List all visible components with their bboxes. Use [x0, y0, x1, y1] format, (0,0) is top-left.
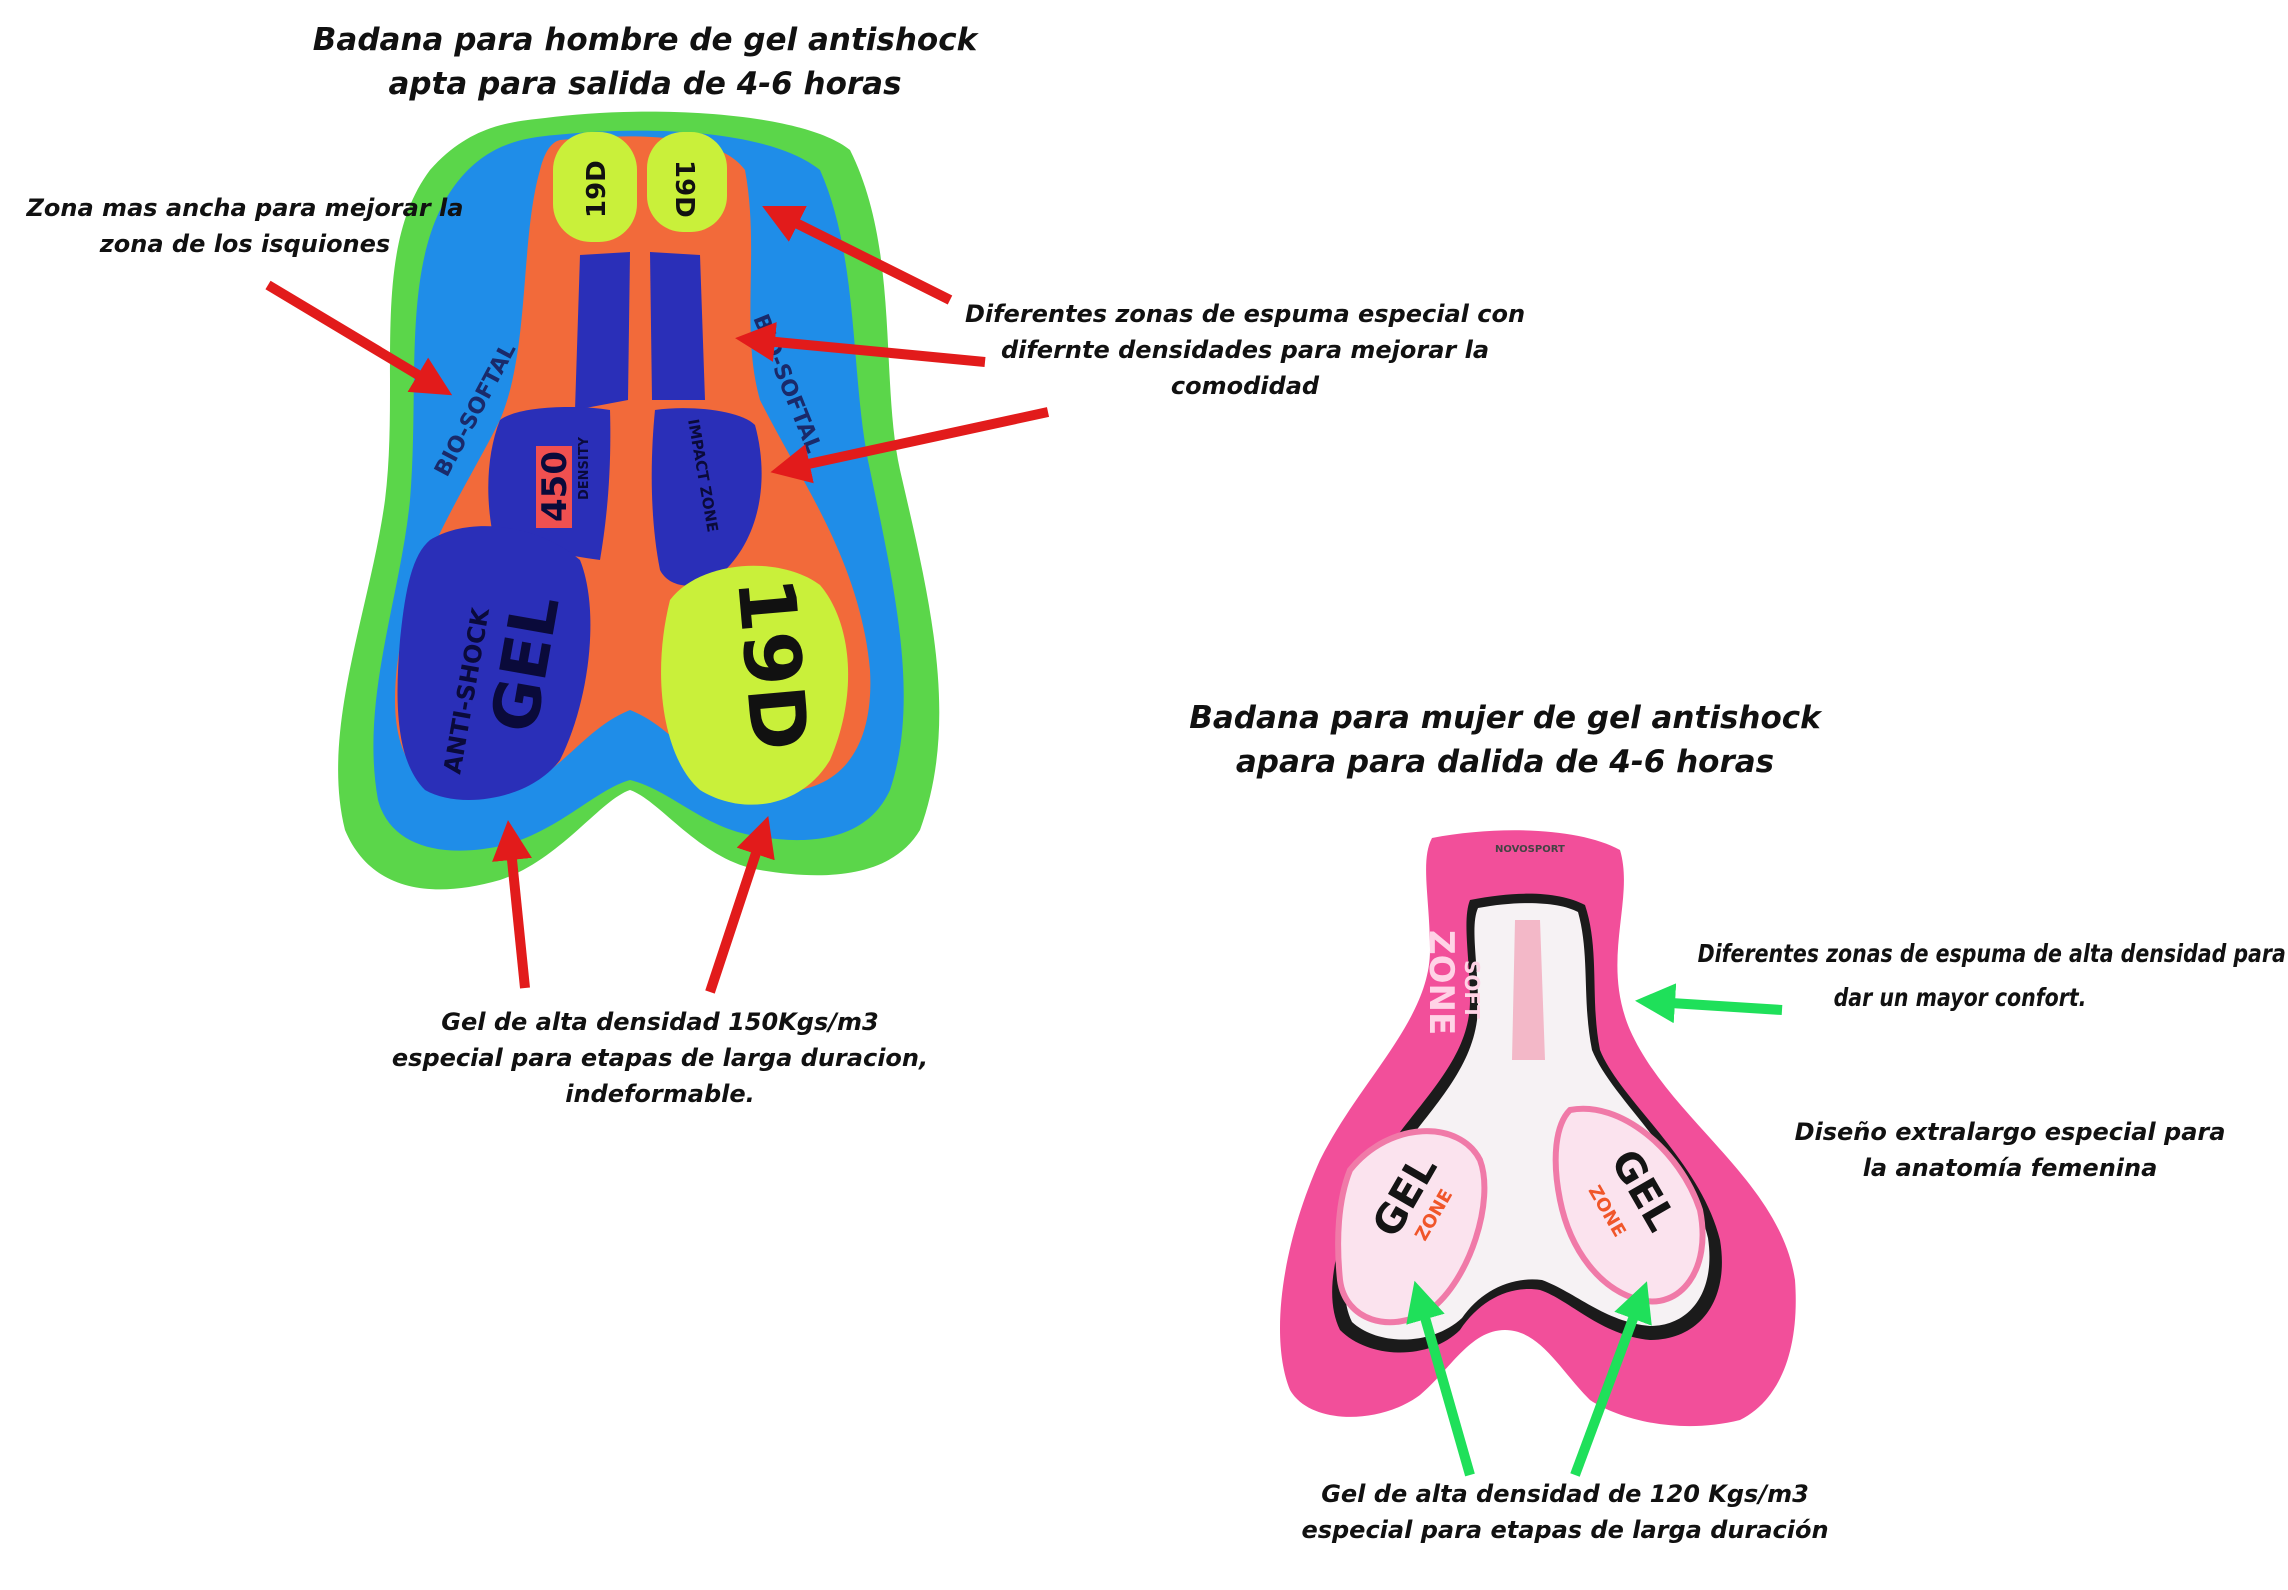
- men-note-gel-line-3: indeformable.: [565, 1080, 755, 1108]
- women-note-foam-zones: Diferentes zonas de espuma de alta densi…: [1697, 932, 2286, 1020]
- men-pad-gel-right: [661, 565, 849, 805]
- men-pad-top-left-lime: [553, 132, 637, 242]
- men-title-line-2: apta para salida de 4-6 horas: [388, 66, 902, 102]
- women-note-design: Diseño extralargo especial para la anato…: [1790, 1114, 2230, 1186]
- women-title-line-2: apara para dalida de 4-6 horas: [1235, 744, 1775, 780]
- men-note-wide-zone: Zona mas ancha para mejorar la zona de l…: [20, 190, 470, 262]
- green-arrow-gel-left: [1406, 1280, 1475, 1477]
- women-pad-zone: ZONE: [1421, 930, 1461, 1035]
- women-pad-center-spine: [1512, 920, 1545, 1060]
- women-pad-gel-right: [1552, 1105, 1706, 1305]
- men-pad-navy-channel-right: [650, 252, 705, 400]
- men-note-gel: Gel de alta densidad 150Kgs/m3 especial …: [380, 1004, 940, 1112]
- men-title-line-1: Badana para hombre de gel antishock: [312, 22, 978, 58]
- women-pad-soft: SOFT: [1460, 960, 1484, 1019]
- red-arrow-gel-left: [492, 820, 532, 989]
- red-arrow-zone-top: [762, 206, 953, 305]
- women-note-gel-line-2: especial para etapas de larga duración: [1301, 1516, 1829, 1544]
- women-note-zones-line-1: Diferentes zonas de espuma de alta densi…: [1697, 939, 2286, 968]
- red-arrow-zone-mid: [735, 321, 986, 367]
- men-pad-19d-top-left: 19D: [582, 160, 612, 218]
- green-arrow-zones: [1635, 983, 1783, 1024]
- men-note-zones-line-2: difernte densidades para mejorar la: [1000, 336, 1490, 364]
- men-pad-top-right-lime: [647, 132, 727, 232]
- women-note-zones-line-2: dar un mayor confort.: [1833, 983, 2087, 1012]
- women-note-design-line-2: la anatomía femenina: [1862, 1154, 2158, 1182]
- men-note-gel-line-2: especial para etapas de larga duracion,: [391, 1044, 929, 1072]
- men-pad-impact-block: [651, 408, 762, 586]
- men-title: Badana para hombre de gel antishock apta…: [300, 18, 990, 106]
- men-pad-navy-channel-left: [575, 252, 630, 410]
- green-arrow-gel-right: [1570, 1281, 1652, 1477]
- women-note-gel: Gel de alta densidad de 120 Kgs/m3 espec…: [1290, 1476, 1840, 1548]
- red-arrow-zone-low: [770, 407, 1050, 484]
- men-note-wide-line-2: zona de los isquiones: [99, 230, 391, 258]
- men-pad-density-badge: [536, 446, 572, 528]
- men-pad-19d-big: 19D: [719, 574, 824, 754]
- men-note-gel-line-1: Gel de alta densidad 150Kgs/m3: [441, 1008, 879, 1036]
- women-note-design-line-1: Diseño extralargo especial para: [1794, 1118, 2226, 1146]
- women-pad-brand: NOVOSPORT: [1495, 844, 1565, 855]
- red-arrow-gel-right: [705, 816, 775, 994]
- men-note-foam-zones: Diferentes zonas de espuma especial con …: [950, 296, 1540, 404]
- women-note-gel-line-1: Gel de alta densidad de 120 Kgs/m3: [1321, 1480, 1809, 1508]
- women-title-line-1: Badana para mujer de gel antishock: [1189, 700, 1821, 736]
- men-pad-density-number: 450: [535, 451, 575, 522]
- men-note-zones-line-1: Diferentes zonas de espuma especial con: [964, 300, 1526, 328]
- men-note-zones-line-3: comodidad: [1170, 372, 1320, 400]
- men-pad-density-word: DENSITY: [577, 436, 592, 500]
- men-note-wide-line-1: Zona mas ancha para mejorar la: [26, 194, 464, 222]
- red-arrow-wide-zone: [265, 280, 453, 396]
- women-title: Badana para mujer de gel antishock apara…: [1180, 696, 1830, 784]
- men-pad-19d-top-right: 19D: [669, 160, 699, 218]
- men-pad-gel-left: [397, 526, 591, 800]
